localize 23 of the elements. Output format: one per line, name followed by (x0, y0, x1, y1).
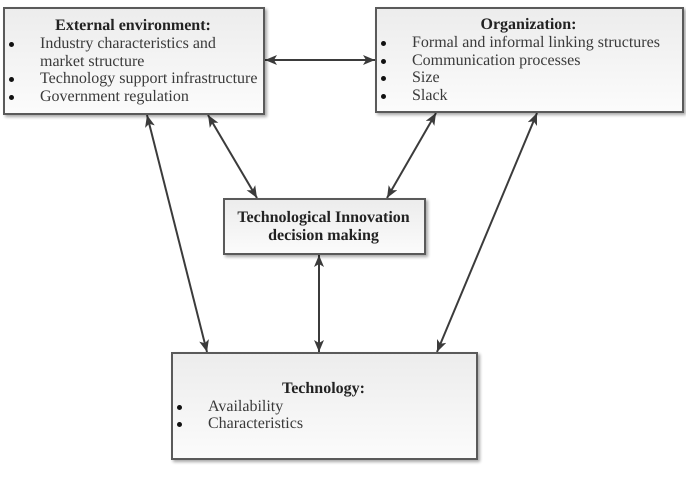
double-arrow (386, 112, 437, 198)
box-heading: Organization: (480, 16, 578, 34)
double-arrow (436, 112, 538, 352)
bullet-text: Technology support infrastructure (40, 70, 258, 88)
factor-box (3, 7, 265, 115)
bullet-text: Availability (208, 398, 284, 415)
bullet-text: Slack (412, 86, 448, 104)
bullet-text: Government regulation (40, 88, 189, 105)
box-heading: External environment: (54, 17, 212, 35)
box-heading: Technological Innovation decision making (236, 208, 411, 244)
factor-box (375, 7, 684, 113)
double-arrow (265, 55, 375, 65)
double-arrow (145, 114, 209, 352)
double-arrow (314, 255, 324, 352)
bullet-text: Communication processes (412, 52, 580, 69)
box-heading: Technology: (281, 380, 366, 398)
process-box (223, 198, 426, 255)
bullet-text: Characteristics (208, 415, 304, 432)
bullet-text: Formal and informal linking structures (412, 34, 660, 52)
factor-box (171, 352, 478, 460)
double-arrow (207, 114, 258, 198)
bullet-text: Size (412, 69, 440, 86)
bullet-text: Industry characteristics and market structure (40, 35, 217, 70)
